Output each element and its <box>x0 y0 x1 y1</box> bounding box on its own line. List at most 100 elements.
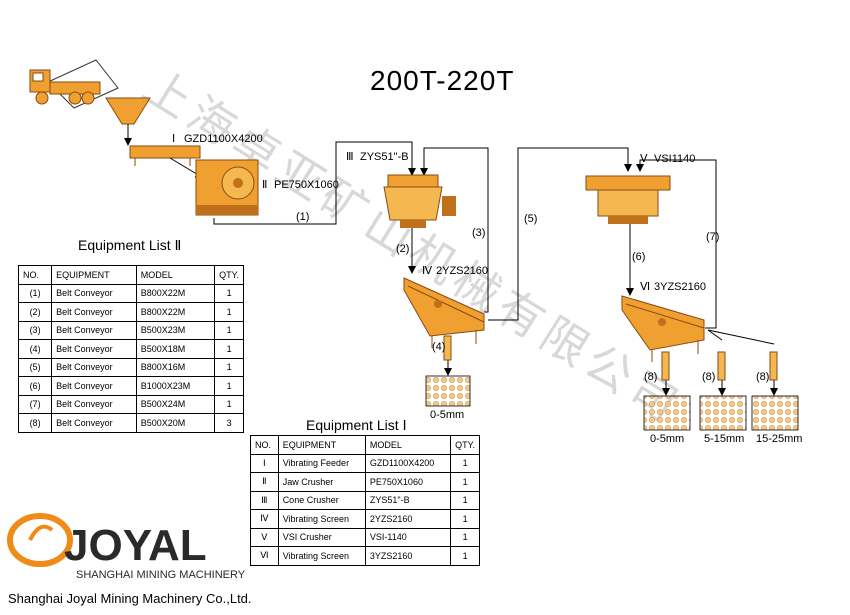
cell-model: B500X23M <box>135 320 216 340</box>
vsi-crusher-icon <box>585 175 671 224</box>
feeder-num: Ⅰ <box>172 133 175 145</box>
flow-lines <box>213 141 778 396</box>
cell-model: B500X20M <box>135 413 216 433</box>
cell-qty: 1 <box>450 509 480 529</box>
conveyor-label-6: (6) <box>632 251 645 263</box>
cell-no: (1) <box>17 283 53 303</box>
cell-qty: 1 <box>450 527 480 547</box>
cell-no: Ⅰ <box>250 453 279 473</box>
conveyor-label-8a: (8) <box>644 371 657 383</box>
cell-equipment: Belt Conveyor <box>51 376 137 396</box>
conveyor-label-8b: (8) <box>702 371 715 383</box>
cell-qty: 1 <box>214 357 244 377</box>
cell-no: Ⅳ <box>250 509 279 529</box>
cell-qty: 1 <box>450 490 480 510</box>
cell-model: B800X16M <box>135 357 216 377</box>
diagram-title: 200T-220T <box>370 65 514 96</box>
cell-equipment: Belt Conveyor <box>51 357 137 377</box>
company-name: Shanghai Joyal Mining Machinery Co.,Ltd. <box>8 591 252 606</box>
cell-no: (4) <box>17 339 53 359</box>
cell-no: (8) <box>17 413 53 433</box>
cell-qty: 1 <box>214 376 244 396</box>
cell-no: (7) <box>17 394 53 414</box>
jaw-num: Ⅱ <box>262 179 267 191</box>
cell-equipment: Belt Conveyor <box>51 413 137 433</box>
cell-equipment: Belt Conveyor <box>51 302 137 322</box>
cell-model: B1000X23M <box>135 376 216 396</box>
pile1-label: 0-5mm <box>430 409 464 421</box>
cell-no: Ⅵ <box>250 546 279 566</box>
cell-equipment: Vibrating Screen <box>277 546 366 566</box>
cell-qty: 1 <box>214 302 244 322</box>
cell-qty: 1 <box>214 320 244 340</box>
cell-equipment: Vibrating Screen <box>277 509 366 529</box>
col-equipment: EQUIPMENT <box>51 265 137 285</box>
cell-no: (5) <box>17 357 53 377</box>
screen1-num: Ⅳ <box>422 265 433 277</box>
cell-model: B500X18M <box>135 339 216 359</box>
col-model: MODEL <box>364 435 452 455</box>
pile3-label: 5-15mm <box>704 433 744 445</box>
cell-no: (2) <box>17 302 53 322</box>
cell-qty: 1 <box>214 339 244 359</box>
screen2-model: 3YZS2160 <box>654 281 706 293</box>
cell-model: B500X24M <box>135 394 216 414</box>
logo-tagline: SHANGHAI MINING MACHINERY <box>76 569 246 581</box>
conveyor-label-3: (3) <box>472 227 485 239</box>
col-qty: QTY. <box>450 435 480 455</box>
conveyor-label-2: (2) <box>396 243 409 255</box>
jaw-model: PE750X1060 <box>274 179 339 191</box>
cell-no: (6) <box>17 376 53 396</box>
cell-equipment: Cone Crusher <box>277 490 366 510</box>
cell-no: (3) <box>17 320 53 340</box>
feed-hopper-icon <box>105 97 151 146</box>
joyal-logo-icon <box>7 513 73 567</box>
list1-title: Equipment List Ⅰ <box>306 417 407 433</box>
table-header-row: NO. EQUIPMENT MODEL QTY. <box>250 435 480 455</box>
cone-model: ZYS51"-B <box>360 151 409 163</box>
cell-model: B800X22M <box>135 283 216 303</box>
cell-qty: 3 <box>214 413 244 433</box>
screen2-num: Ⅵ <box>640 281 650 293</box>
vsi-model: VSI1140 <box>654 153 695 165</box>
col-no: NO. <box>17 265 53 285</box>
conveyor-label-1: (1) <box>296 211 309 223</box>
jaw-crusher-icon <box>195 159 259 216</box>
col-equipment: EQUIPMENT <box>277 435 366 455</box>
col-qty: QTY. <box>214 265 244 285</box>
conveyor-label-8c: (8) <box>756 371 769 383</box>
cell-qty: 1 <box>450 546 480 566</box>
cell-model: B800X22M <box>135 302 216 322</box>
cell-model: GZD1100X4200 <box>364 453 452 473</box>
cell-model: ZYS51"-B <box>364 490 452 510</box>
cell-no: Ⅲ <box>250 490 279 510</box>
cell-no: Ⅴ <box>250 527 279 547</box>
cone-crusher-icon <box>383 174 456 228</box>
pile2-label: 0-5mm <box>650 433 684 445</box>
cell-equipment: Belt Conveyor <box>51 339 137 359</box>
cell-model: VSI-1140 <box>364 527 452 547</box>
logo-brand: JOYAL <box>64 521 207 570</box>
cell-equipment: Belt Conveyor <box>51 394 137 414</box>
cell-equipment: Vibrating Feeder <box>277 453 366 473</box>
cell-model: PE750X1060 <box>364 472 452 492</box>
cone-num: Ⅲ <box>346 151 354 163</box>
col-model: MODEL <box>135 265 216 285</box>
cell-equipment: Belt Conveyor <box>51 283 137 303</box>
screen1-model: 2YZS2160 <box>436 265 488 277</box>
product-bins <box>425 375 799 431</box>
cell-equipment: Jaw Crusher <box>277 472 366 492</box>
list2-title: Equipment List Ⅱ <box>78 237 181 253</box>
